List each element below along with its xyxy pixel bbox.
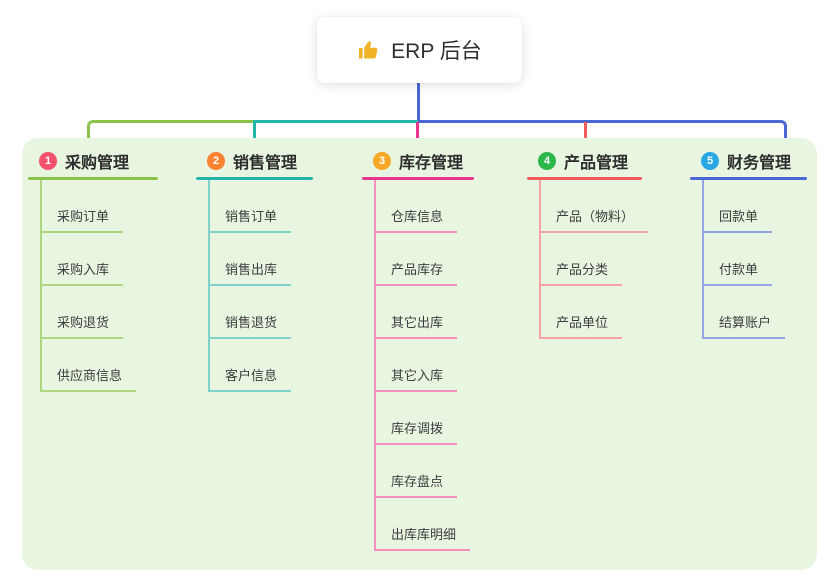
connector-bus-mid [253, 120, 418, 143]
branch-items: 采购订单 采购入库 采购退货 供应商信息 [40, 180, 158, 392]
item-node[interactable]: 库存调拨 [376, 392, 458, 445]
branch-underline [28, 177, 158, 180]
branch-number-badge: 4 [538, 152, 556, 170]
branch-items: 销售订单 销售出库 销售退货 客户信息 [208, 180, 313, 392]
item-node[interactable]: 客户信息 [210, 339, 292, 392]
connector-bus-left [87, 120, 253, 143]
branch-number-badge: 1 [39, 152, 57, 170]
item-node[interactable]: 产品库存 [376, 233, 458, 286]
item-node[interactable]: 采购订单 [42, 180, 124, 233]
item-node[interactable]: 出库库明细 [376, 498, 471, 551]
item-node[interactable]: 产品单位 [541, 286, 623, 339]
root-node[interactable]: ERP 后台 [317, 17, 522, 83]
branch-product: 4 产品管理 产品（物料） 产品分类 产品单位 [527, 148, 649, 339]
branch-finance-node[interactable]: 5 财务管理 [690, 148, 807, 174]
item-node[interactable]: 供应商信息 [42, 339, 137, 392]
item-node[interactable]: 采购入库 [42, 233, 124, 286]
item-node[interactable]: 结算账户 [704, 286, 786, 339]
item-node[interactable]: 产品（物料） [541, 180, 649, 233]
item-node[interactable]: 采购退货 [42, 286, 124, 339]
branch-items: 回款单 付款单 结算账户 [702, 180, 807, 339]
connector-bus-right [418, 120, 787, 143]
branch-inventory-node[interactable]: 3 库存管理 [362, 148, 474, 174]
branch-number-badge: 2 [207, 152, 225, 170]
branch-label: 采购管理 [65, 155, 130, 172]
branch-sales-node[interactable]: 2 销售管理 [196, 148, 313, 174]
item-node[interactable]: 仓库信息 [376, 180, 458, 233]
branch-label: 库存管理 [399, 155, 464, 172]
branch-label: 销售管理 [233, 155, 298, 172]
root-node-label: ERP 后台 [391, 40, 482, 63]
branch-product-node[interactable]: 4 产品管理 [527, 148, 642, 174]
item-node[interactable]: 其它入库 [376, 339, 458, 392]
content-panel [22, 138, 817, 570]
branch-sales: 2 销售管理 销售订单 销售出库 销售退货 客户信息 [196, 148, 313, 392]
branch-label: 产品管理 [564, 155, 629, 172]
branch-underline [690, 177, 807, 180]
item-node[interactable]: 销售出库 [210, 233, 292, 286]
branch-label: 财务管理 [727, 155, 792, 172]
item-node[interactable]: 产品分类 [541, 233, 623, 286]
branch-purchase: 1 采购管理 采购订单 采购入库 采购退货 供应商信息 [28, 148, 158, 392]
item-node[interactable]: 销售订单 [210, 180, 292, 233]
branch-items: 仓库信息 产品库存 其它出库 其它入库 库存调拨 库存盘点 出库库明细 [374, 180, 474, 551]
item-node[interactable]: 回款单 [704, 180, 773, 233]
item-node[interactable]: 其它出库 [376, 286, 458, 339]
connector-drop-product [584, 122, 587, 143]
branch-items: 产品（物料） 产品分类 产品单位 [539, 180, 649, 339]
branch-underline [362, 177, 474, 180]
connector-root-drop [417, 83, 420, 122]
item-node[interactable]: 付款单 [704, 233, 773, 286]
branch-number-badge: 5 [701, 152, 719, 170]
connector-drop-inventory [416, 122, 419, 143]
branch-purchase-node[interactable]: 1 采购管理 [28, 148, 158, 174]
branch-number-badge: 3 [373, 152, 391, 170]
branch-underline [196, 177, 313, 180]
item-node[interactable]: 库存盘点 [376, 445, 458, 498]
branch-finance: 5 财务管理 回款单 付款单 结算账户 [690, 148, 807, 339]
thumbs-up-icon [359, 41, 378, 59]
branch-underline [527, 177, 642, 180]
item-node[interactable]: 销售退货 [210, 286, 292, 339]
branch-inventory: 3 库存管理 仓库信息 产品库存 其它出库 其它入库 库存调拨 库存盘点 出库库… [362, 148, 474, 551]
